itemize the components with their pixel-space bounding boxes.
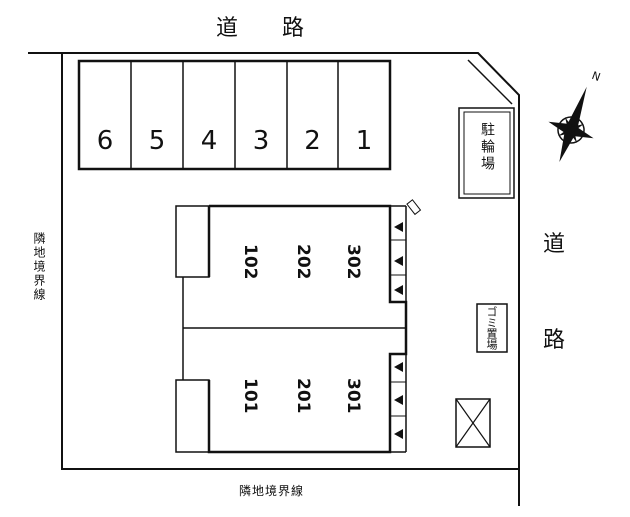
road-label-right-1: 道 bbox=[543, 232, 566, 257]
unit-number: 202 bbox=[293, 244, 313, 280]
door-markers bbox=[394, 222, 403, 439]
parking-space-number: 1 bbox=[355, 126, 373, 156]
north-arrow-icon bbox=[548, 86, 594, 162]
road-edge-line bbox=[28, 52, 520, 506]
unit-number: 301 bbox=[343, 378, 363, 414]
parking-space-number: 3 bbox=[252, 126, 270, 156]
bicycle-parking-box bbox=[458, 107, 515, 199]
unit-number: 102 bbox=[240, 244, 260, 280]
site-boundary bbox=[61, 53, 519, 470]
site-corner-chamfer bbox=[467, 59, 513, 105]
balcony-lower bbox=[175, 379, 210, 453]
balcony-upper bbox=[175, 205, 210, 278]
trash-area-box bbox=[476, 303, 508, 353]
boundary-label-left: 隣地境界線 bbox=[32, 232, 46, 302]
trash-area-label: ゴミ置場 bbox=[485, 306, 498, 350]
parking-space-number: 5 bbox=[148, 126, 166, 156]
parking-space-number: 6 bbox=[96, 126, 114, 156]
unit-number: 101 bbox=[240, 378, 260, 414]
unit-number: 201 bbox=[293, 378, 313, 414]
pipe-mark bbox=[406, 199, 422, 216]
crossed-square bbox=[455, 398, 491, 448]
building-outline bbox=[207, 204, 408, 454]
building bbox=[175, 199, 422, 454]
parking-space-number: 4 bbox=[200, 126, 218, 156]
road-label-right-2: 路 bbox=[543, 328, 566, 353]
boundary-label-bottom: 隣地境界線 bbox=[239, 484, 305, 498]
parking-space-number: 2 bbox=[304, 126, 321, 156]
parking-area bbox=[77, 59, 392, 171]
road-label-top: 道 路 bbox=[216, 16, 305, 41]
unit-number: 302 bbox=[343, 244, 363, 280]
bicycle-parking-label: 駐輪場 bbox=[479, 122, 495, 173]
